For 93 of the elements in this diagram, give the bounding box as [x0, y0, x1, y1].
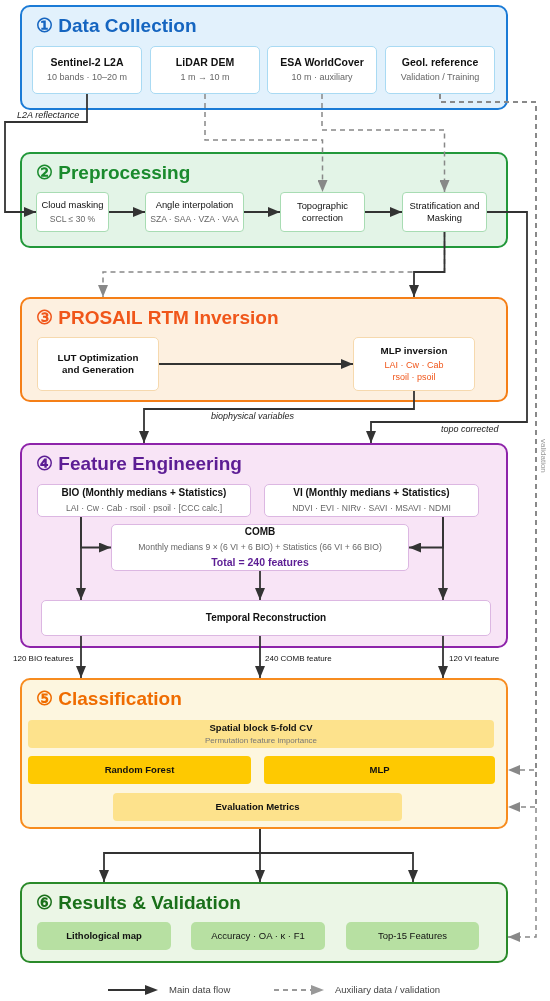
panel-title: ⑥ Results & Validation — [36, 891, 241, 915]
box-subtitle: SZA · SAA · VZA · VAA — [150, 214, 239, 225]
arrow — [364, 207, 403, 217]
box-label: Accuracy · OA · κ · F1 — [211, 930, 305, 942]
legend-label: Main data flow — [169, 984, 231, 996]
result-box — [37, 922, 171, 950]
method-box — [113, 793, 402, 821]
process-box — [37, 337, 159, 391]
arrow — [76, 635, 86, 679]
box-label: Evaluation Metrics — [215, 801, 300, 813]
box-label: Random Forest — [104, 764, 175, 776]
dashed-arrow — [204, 93, 328, 193]
panel-title: ⑤ Classification — [36, 687, 182, 711]
edge-label: L2A reflectance — [16, 111, 81, 121]
box-subtitle: Total = 240 features — [211, 555, 309, 569]
stage-panel — [20, 152, 508, 248]
box-title: COMB — [244, 526, 276, 539]
edge-label: 120 BIO features — [12, 655, 75, 664]
process-box — [280, 192, 365, 232]
box-subtitle: LAI · Cw · Cab · rsoil · psoil · [CCC calc.] — [65, 502, 223, 514]
panel-title: ② Preprocessing — [36, 161, 191, 185]
box-title: MLP inversion — [380, 345, 448, 358]
dashed-arrow — [321, 93, 450, 193]
arrow — [255, 570, 265, 601]
panel-title: ③ PROSAIL RTM Inversion — [36, 306, 279, 330]
arrow — [4, 93, 88, 217]
arrow — [408, 516, 444, 553]
method-box — [28, 756, 251, 784]
box-subtitle: Validation / Training — [400, 72, 480, 84]
feature-set-box — [111, 524, 409, 571]
box-subtitle: SCL ≤ 30 % — [49, 214, 96, 225]
stage-panel — [20, 678, 508, 829]
arrow — [108, 207, 146, 217]
panel-title: ④ Feature Engineering — [36, 452, 242, 476]
stage-panel — [20, 297, 508, 402]
result-box — [346, 922, 479, 950]
box-label: Stratification and Masking — [408, 200, 481, 224]
process-box — [41, 600, 491, 636]
stage-panel — [20, 443, 508, 648]
process-box — [402, 192, 487, 232]
arrow — [139, 390, 415, 444]
method-box — [28, 720, 494, 748]
arrow — [259, 828, 418, 883]
stage-panel — [20, 882, 508, 963]
box-subtitle: NDVI · EVI · NIRv · SAVI · MSAVI · NDMI — [292, 502, 451, 514]
feature-set-box — [37, 484, 251, 517]
box-subtitle: Permutation feature importance — [204, 736, 318, 747]
arrow — [255, 635, 265, 679]
edge-label: biophysical variables — [210, 412, 296, 422]
arrow — [243, 207, 281, 217]
box-label: Topographic correction — [295, 200, 350, 224]
process-box — [36, 192, 109, 232]
box-label: MLP — [369, 764, 390, 776]
edge-label: validation — [538, 438, 547, 474]
box-title: Cloud masking — [41, 199, 104, 211]
dashed-arrow — [439, 93, 537, 942]
box-subtitle: LAI · Cw · Cab rsoil · psoil — [383, 360, 445, 383]
box-label: Top-15 Features — [377, 930, 448, 942]
box-subtitle: 10 bands · 10–20 m — [46, 72, 128, 84]
arrow — [158, 359, 354, 369]
feature-set-box — [264, 484, 479, 517]
arrow — [438, 635, 448, 679]
process-box — [353, 337, 475, 391]
edge-label: 240 COMB feature — [264, 655, 333, 664]
data-source-card — [385, 46, 495, 94]
arrow — [409, 231, 446, 298]
data-source-card — [267, 46, 377, 94]
legend-label: Auxiliary data / validation — [335, 984, 441, 996]
box-label: LUT Optimization and Generation — [56, 351, 140, 377]
box-subtitle: 1 m → 10 m — [180, 72, 230, 84]
box-subtitle: Monthly medians 9 × (6 VI + 6 BIO) + Statistics (66 VI + 66 BIO) — [138, 541, 382, 553]
edge-label: topo corrected — [440, 425, 500, 435]
arrow — [80, 516, 112, 553]
box-label: Lithological map — [66, 930, 142, 942]
data-source-card — [150, 46, 260, 94]
edge-label: 120 VI feature — [448, 655, 501, 664]
box-label: Temporal Reconstruction — [205, 611, 327, 625]
process-box — [145, 192, 244, 232]
box-subtitle: 10 m · auxiliary — [291, 72, 353, 84]
box-title: Angle interpolation — [155, 199, 234, 211]
box-title: Geol. reference — [401, 56, 479, 70]
box-title: ESA WorldCover — [280, 56, 364, 70]
box-title: LiDAR DEM — [175, 56, 235, 70]
stage-panel — [20, 5, 508, 110]
method-box — [264, 756, 495, 784]
box-title: BIO (Monthly medians + Statistics) — [61, 487, 227, 500]
result-box — [191, 922, 325, 950]
box-title: Spatial block 5-fold CV — [209, 721, 313, 734]
panel-title: ① Data Collection — [36, 14, 197, 38]
arrow — [366, 211, 528, 444]
data-source-card — [32, 46, 142, 94]
box-title: VI (Monthly medians + Statistics) — [293, 487, 450, 500]
box-title: Sentinel-2 L2A — [50, 56, 124, 70]
